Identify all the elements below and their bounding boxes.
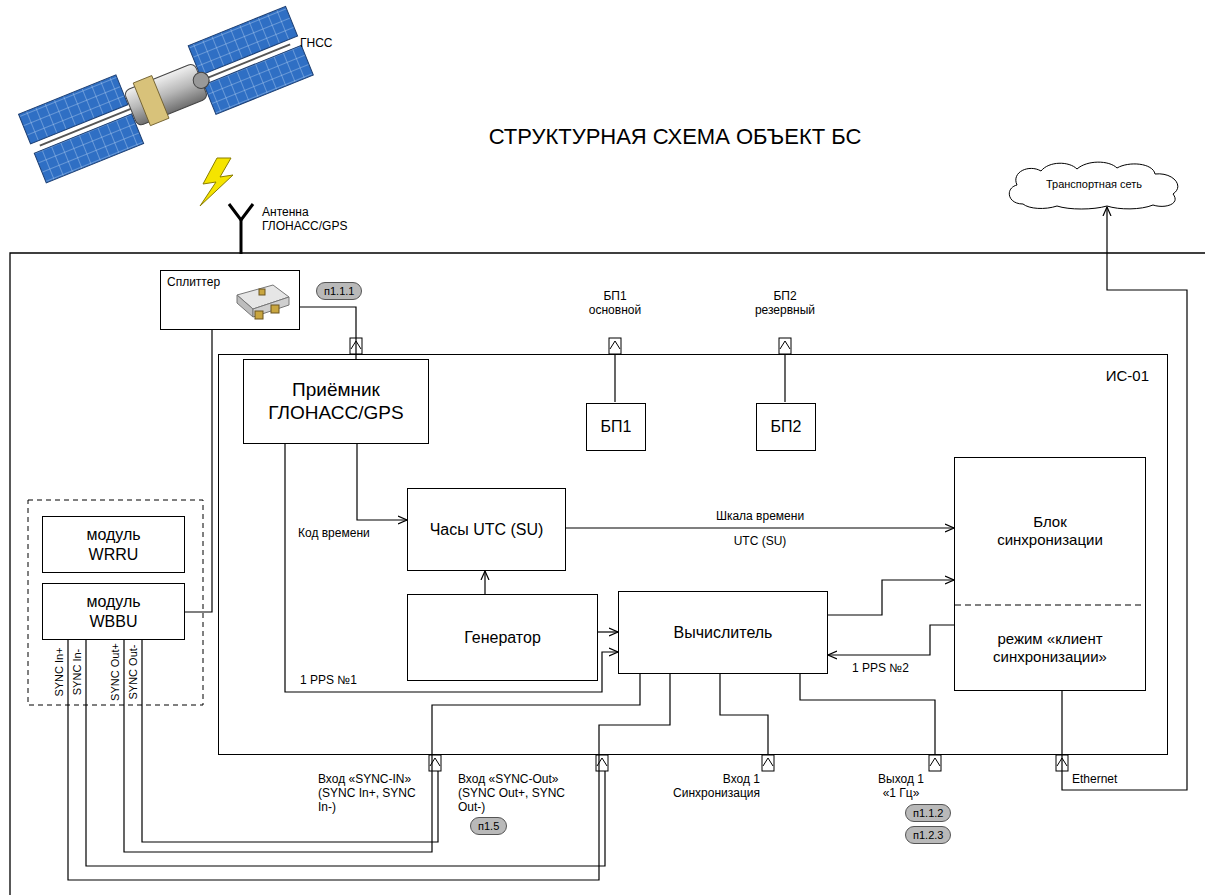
connector-line xyxy=(185,330,212,612)
node-label: Генератор xyxy=(464,628,541,647)
object-frame xyxy=(10,253,1205,895)
connector-line xyxy=(285,444,618,692)
node-label: модуль WBBU xyxy=(64,592,164,630)
node-label: Сплиттер xyxy=(167,275,220,289)
callout-number: п1.5 xyxy=(470,817,507,835)
connector-line xyxy=(357,444,407,520)
wires xyxy=(86,355,935,866)
generator-box: Генератор xyxy=(407,594,598,681)
connector-line xyxy=(828,625,954,655)
signal-label: UTC (SU) xyxy=(734,534,787,548)
connector-line xyxy=(566,527,954,528)
satellite-illustration xyxy=(19,6,314,182)
connector-line xyxy=(300,307,356,359)
splitter-image xyxy=(233,279,293,323)
node-label: Часы UTC (SU) xyxy=(430,520,544,539)
text-zone: режим «клиент синхронизации» xyxy=(955,606,1145,690)
clock-box: Часы UTC (SU) xyxy=(407,488,566,571)
receiver-box: Приёмник ГЛОНАСС/GPS xyxy=(243,359,429,444)
power-port-label: БП1 основной xyxy=(579,289,651,317)
node-label: Блок синхронизации xyxy=(980,513,1120,549)
cloud-shape xyxy=(1009,162,1178,209)
node-label: Вычислитель xyxy=(674,623,773,642)
edge-label: 1 PPS №1 xyxy=(298,673,359,687)
network-cloud: Транспортная сеть xyxy=(1003,160,1185,210)
power-port-label: БП2 резервный xyxy=(745,289,825,317)
device-box: ИС-01Приёмник ГЛОНАСС/GPS БП1 БП2Часы UTC … xyxy=(218,354,1168,755)
connector-line xyxy=(484,571,485,594)
satellite-label: ГНСС xyxy=(300,36,333,50)
power-box: БП1 xyxy=(586,403,646,451)
splitter-box: Сплиттер xyxy=(160,270,300,330)
node-label: БП1 xyxy=(601,417,632,436)
node-label: ИС-01 xyxy=(1106,367,1149,385)
radio-link-symbol xyxy=(200,158,233,206)
port-label: Выход 1 «1 Гц» xyxy=(870,772,932,800)
edge-label: 1 PPS №2 xyxy=(850,661,911,675)
edge-label: Шкала времени xyxy=(714,509,806,523)
edge-label: Код времени xyxy=(296,526,372,540)
pin-label: SYNC In+ xyxy=(53,647,66,696)
connector-line xyxy=(828,580,954,615)
node-label: модуль WRRU xyxy=(64,525,164,563)
computer-box: Вычислитель xyxy=(618,591,828,674)
node-label: БП2 xyxy=(771,417,802,436)
module-group xyxy=(28,500,203,705)
callout-number: п1.2.3 xyxy=(905,826,951,844)
pin-label: SYNC In- xyxy=(71,649,84,695)
port-label: Вход «SYNC-Out» (SYNC Out+, SYNC Out-) xyxy=(458,772,576,814)
pin-label: SYNC Out+ xyxy=(109,643,122,701)
callout-number: п1.1.1 xyxy=(316,282,362,300)
sync-box: Блок синхронизации режим «клиент синхрони… xyxy=(954,457,1146,691)
antenna-symbol xyxy=(229,204,253,254)
text-zone: Блок синхронизации xyxy=(955,458,1145,604)
module-box: модуль WRRU xyxy=(42,516,185,573)
antenna-label: Антенна ГЛОНАСС/GPS xyxy=(262,205,357,233)
node-label: режим «клиент синхронизации» xyxy=(980,630,1120,666)
power-box: БП2 xyxy=(756,403,816,451)
connector-line xyxy=(598,631,618,632)
node-label: Транспортная сеть xyxy=(1046,178,1142,191)
port-label: Вход 1 Синхронизация xyxy=(660,772,760,800)
mode-divider xyxy=(955,604,1145,606)
pin-label: SYNC Out- xyxy=(127,644,140,699)
module-box: модуль WBBU xyxy=(42,583,185,640)
callout-number: п1.1.2 xyxy=(905,804,951,822)
node-label: Приёмник ГЛОНАСС/GPS xyxy=(251,379,421,425)
port-label: Ethernet xyxy=(1072,772,1117,786)
dashed-divider xyxy=(955,605,1145,606)
port-label: Вход «SYNC-IN» (SYNC In+, SYNC In-) xyxy=(318,772,423,814)
diagram-title: СТРУКТУРНАЯ СХЕМА ОБЪЕКТ БС xyxy=(489,124,862,150)
